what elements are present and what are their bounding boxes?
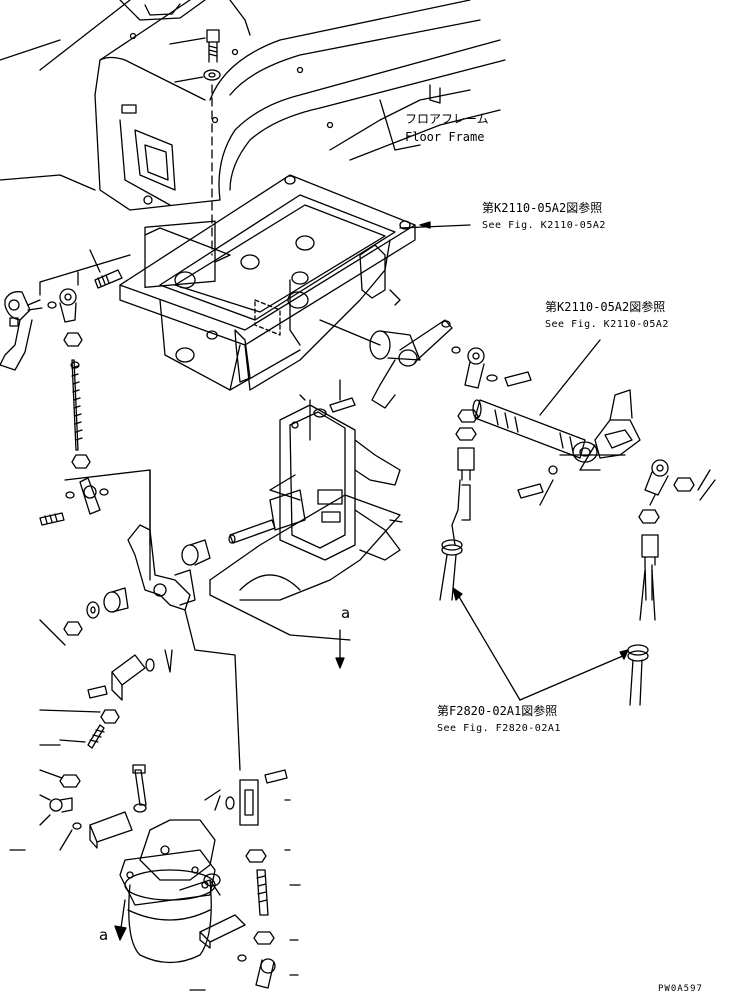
ref3-label-jp: 第F2820-02A1図参照 <box>437 704 558 718</box>
nut-left-2 <box>100 709 120 724</box>
clip-pin <box>145 649 173 673</box>
cross-shaft <box>472 399 598 463</box>
upper-left-bolt <box>94 269 123 289</box>
lower-left-bolt <box>132 764 147 806</box>
bolt-left-mid <box>39 512 65 526</box>
lower-left-block <box>89 811 133 849</box>
left-pivot-arm <box>0 291 43 371</box>
right-nut-1 <box>457 409 479 423</box>
bottom-stud <box>256 869 269 916</box>
washer-left <box>86 601 100 619</box>
right-washer-1 <box>451 346 498 382</box>
rod-end-right <box>464 347 485 389</box>
lower-left-nut <box>59 774 81 788</box>
leader-group-4 <box>269 379 403 523</box>
leader-group-5 <box>539 454 656 506</box>
right-bolt-2 <box>517 483 544 499</box>
splined-lever <box>369 319 453 409</box>
rod-nut-2 <box>71 454 91 469</box>
drawing-code: PW0A597 <box>658 984 703 994</box>
lower-left-elbow <box>49 797 73 813</box>
rod-nut-1 <box>63 332 83 347</box>
leader-group-6 <box>284 799 301 976</box>
leader-group-3 <box>39 709 101 746</box>
threaded-rod <box>70 359 83 451</box>
control-box <box>119 174 416 391</box>
mounting-bracket <box>209 394 401 641</box>
ref1-label-jp: 第K2110-05A2図参照 <box>482 201 603 215</box>
rod-end-left <box>65 477 109 515</box>
small-bolt <box>87 685 108 699</box>
ref1-leader <box>399 224 471 229</box>
view-a-bottom-arrowhead <box>114 925 127 941</box>
floor-frame-label-jp: フロアフレーム <box>405 112 489 126</box>
stud-bolt <box>87 724 105 749</box>
lower-left-washer <box>133 803 147 813</box>
leader-cotter <box>39 619 66 646</box>
leader-group-7 <box>9 769 73 851</box>
spacer-bushing <box>103 587 129 613</box>
center-bolt <box>329 397 356 413</box>
leader-group-2 <box>64 469 151 546</box>
shaft-centerline <box>319 319 381 346</box>
right-yoke <box>579 389 641 471</box>
slotted-link <box>239 779 259 826</box>
ref2-label-jp: 第K2110-05A2図参照 <box>545 300 666 314</box>
top-washer <box>174 69 221 83</box>
lever-bracket <box>127 524 196 611</box>
view-a-label-bottom: a <box>99 926 109 944</box>
ref3-leader-right <box>519 654 626 701</box>
lower-left-washer-2 <box>72 822 82 830</box>
bottom-nut-1 <box>245 849 267 863</box>
bottom-cotter <box>204 789 221 811</box>
ref3-leader-left <box>457 594 521 701</box>
right-nut-2 <box>673 469 716 501</box>
bottom-rod-end <box>255 958 276 989</box>
ref1-label-en: See Fig. K2110-05A2 <box>482 220 606 231</box>
ref3-arrowhead-right <box>619 649 629 660</box>
view-a-arrowhead <box>335 657 345 669</box>
view-a-label-top: a <box>341 604 351 622</box>
ref2-label-en: See Fig. K2110-05A2 <box>545 319 669 330</box>
leader-group-1 <box>39 249 131 296</box>
ref3-arrowhead-left <box>452 587 463 601</box>
cable-right <box>627 509 660 706</box>
nut-left <box>63 621 83 636</box>
bottom-nut-2 <box>253 931 275 945</box>
bottom-bolt-1 <box>264 769 288 784</box>
swivel-block <box>111 654 146 701</box>
ref2-leader <box>539 339 601 416</box>
pin-shaft <box>181 519 276 566</box>
rod-end-upper-left <box>47 288 77 323</box>
ref3-label-en: See Fig. F2820-02A1 <box>437 723 561 734</box>
link-rod-line <box>149 469 241 771</box>
top-bolt <box>169 29 220 63</box>
ref1-arrowhead <box>419 221 431 229</box>
floor-frame <box>0 0 506 211</box>
cable-left <box>439 427 477 601</box>
center-washer <box>313 408 327 418</box>
valve-bracket <box>199 914 246 949</box>
rod-end-far-right <box>644 459 669 496</box>
pilot-valve <box>119 819 221 964</box>
bottom-washer-2 <box>237 954 247 962</box>
bottom-washer-1 <box>225 796 235 810</box>
floor-frame-label-en: Floor Frame <box>405 130 485 144</box>
right-washer-2 <box>548 465 558 475</box>
right-bolt-1 <box>504 371 532 387</box>
